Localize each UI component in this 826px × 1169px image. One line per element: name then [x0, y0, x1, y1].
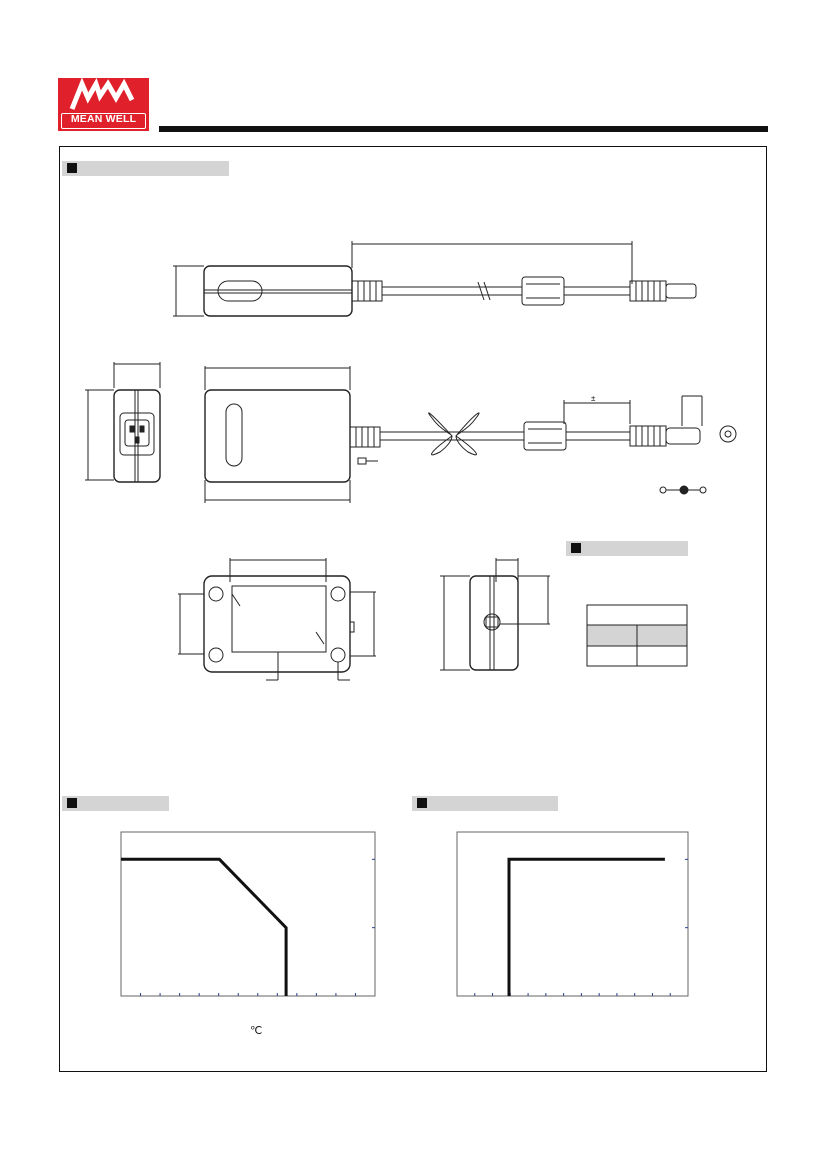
tolerance-mark: ± — [591, 394, 596, 403]
section-plug — [566, 541, 688, 556]
side-view-drawing — [173, 241, 697, 317]
bottom-view-drawing — [178, 558, 550, 681]
content-frame — [59, 146, 767, 1072]
section-bullet-icon — [67, 798, 77, 808]
plug-table — [586, 604, 688, 667]
section-bullet-icon — [67, 163, 77, 173]
static-curve — [507, 857, 665, 996]
derating-curve — [121, 857, 288, 996]
mw-logo-mark — [69, 78, 135, 110]
temperature-unit: ℃ — [250, 1025, 263, 1037]
front-view-drawing — [85, 362, 737, 503]
derating-chart — [120, 831, 376, 997]
section-bullet-icon — [417, 798, 427, 808]
chart-frame — [456, 831, 689, 997]
section-derating — [62, 796, 169, 811]
logo-text: MEAN WELL — [70, 113, 137, 125]
section-bullet-icon — [571, 543, 581, 553]
section-static — [412, 796, 558, 811]
mean-well-logo: MEAN WELL — [58, 78, 149, 131]
chart-frame — [120, 831, 376, 997]
header-rule — [159, 126, 768, 132]
static-chart — [456, 831, 689, 997]
section-mechanical — [62, 161, 229, 176]
